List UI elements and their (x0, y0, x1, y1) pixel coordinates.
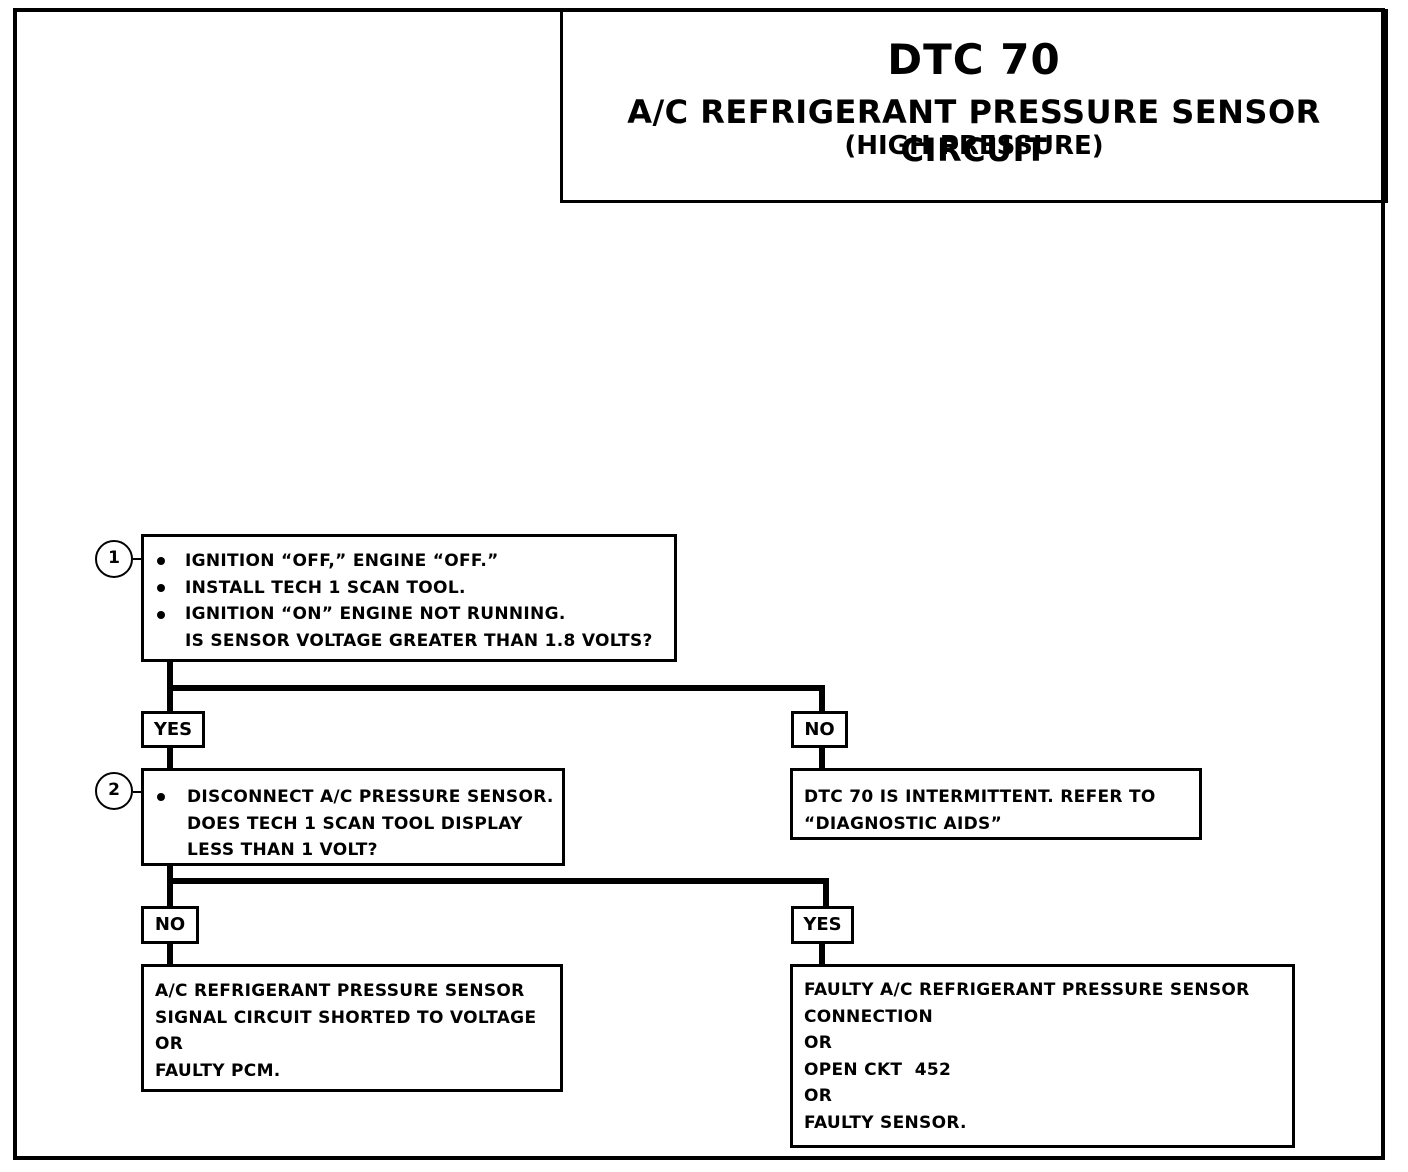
step-number-1: 1 (95, 540, 133, 578)
step-1-box: IGNITION “OFF,” ENGINE “OFF.” INSTALL TE… (141, 534, 677, 662)
step-2-bullet (157, 793, 165, 801)
flow-line (167, 864, 173, 908)
flow-line (819, 746, 825, 770)
step-1-line: IGNITION “ON” ENGINE NOT RUNNING. (185, 604, 566, 624)
step-1-bullet (157, 584, 165, 592)
result-yes-line: OPEN CKT 452 (804, 1059, 952, 1080)
dtc-code: DTC 70 (887, 35, 1061, 84)
result-no-line: FAULTY PCM. (155, 1060, 281, 1081)
step-1-line: INSTALL TECH 1 SCAN TOOL. (185, 577, 466, 598)
result-no-line: SIGNAL CIRCUIT SHORTED TO VOLTAGE (155, 1007, 537, 1028)
result-no-line: OR (155, 1034, 184, 1054)
step-1-line: IGNITION “OFF,” ENGINE “OFF.” (185, 551, 499, 571)
result-yes-line: FAULTY SENSOR. (804, 1112, 967, 1133)
result-yes-line: OR (804, 1086, 833, 1106)
result-no-line: A/C REFRIGERANT PRESSURE SENSOR (155, 981, 525, 1001)
step-2-line: DISCONNECT A/C PRESSURE SENSOR. (187, 787, 554, 807)
step-marker-connector (133, 558, 143, 560)
flow-line (167, 685, 825, 691)
yes-label: YES (141, 711, 205, 748)
page-frame (13, 8, 1385, 1160)
flow-line (167, 746, 173, 770)
step-2-line: DOES TECH 1 SCAN TOOL DISPLAY (187, 813, 523, 834)
intermittent-line: DTC 70 IS INTERMITTENT. REFER TO (804, 787, 1156, 807)
title-block: DTC 70 A/C REFRIGERANT PRESSURE SENSOR C… (560, 9, 1388, 203)
flow-line (167, 942, 173, 966)
yes-label: YES (791, 906, 854, 944)
flow-line (823, 878, 829, 908)
flow-line (819, 942, 825, 966)
flow-line (819, 685, 825, 712)
step-1-bullet (157, 557, 165, 565)
result-no-box: A/C REFRIGERANT PRESSURE SENSOR SIGNAL C… (141, 964, 563, 1092)
diagram-title: A/C REFRIGERANT PRESSURE SENSOR CIRCUIT (627, 93, 1321, 169)
step-marker-connector (133, 791, 143, 793)
no-label: NO (141, 906, 199, 944)
intermittent-line: “DIAGNOSTIC AIDS” (804, 813, 1003, 834)
flow-line (167, 878, 829, 884)
result-yes-line: OR (804, 1033, 833, 1053)
result-yes-box: FAULTY A/C REFRIGERANT PRESSURE SENSOR C… (790, 964, 1295, 1148)
step-2-line: LESS THAN 1 VOLT? (187, 840, 378, 860)
intermittent-box: DTC 70 IS INTERMITTENT. REFER TO “DIAGNO… (790, 768, 1202, 840)
result-yes-line: FAULTY A/C REFRIGERANT PRESSURE SENSOR (804, 980, 1250, 1000)
result-yes-line: CONNECTION (804, 1006, 934, 1027)
step-1-question: IS SENSOR VOLTAGE GREATER THAN 1.8 VOLTS… (185, 630, 653, 651)
diagram-subtitle: (HIGH PRESSURE) (844, 131, 1104, 161)
no-label: NO (791, 711, 848, 748)
step-1-bullet (157, 611, 165, 619)
step-2-box: DISCONNECT A/C PRESSURE SENSOR. DOES TEC… (141, 768, 565, 866)
step-number-2: 2 (95, 772, 133, 810)
